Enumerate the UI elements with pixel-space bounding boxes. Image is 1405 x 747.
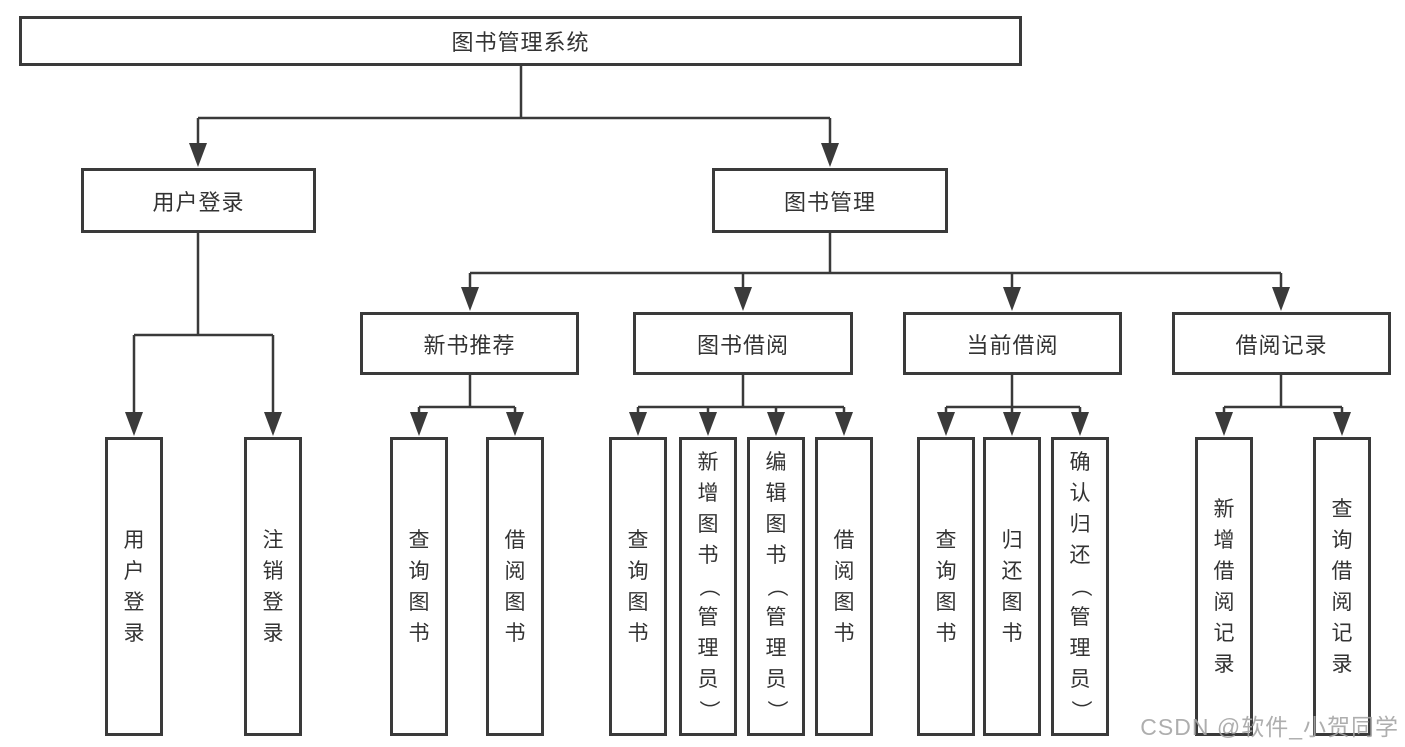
node-borrowing-records: 借阅记录 [1172,312,1391,375]
leaf-borrow-books-recommend: 借阅图书 [486,437,544,736]
csdn-watermark: CSDN @软件_小贺同学 [1140,714,1399,740]
leaf-borrow-books-borrowing: 借阅图书 [815,437,873,736]
node-current-borrowing: 当前借阅 [903,312,1122,375]
leaf-add-books-admin: 新增图书（管理员） [679,437,737,736]
leaf-query-borrow-record: 查询借阅记录 [1313,437,1371,736]
leaf-query-books-borrowing: 查询图书 [609,437,667,736]
leaf-user-login: 用户登录 [105,437,163,736]
leaf-add-borrow-record: 新增借阅记录 [1195,437,1253,736]
node-new-book-recommendation: 新书推荐 [360,312,579,375]
node-library-management-system: 图书管理系统 [19,16,1022,66]
node-book-management: 图书管理 [712,168,948,233]
leaf-query-books-recommend: 查询图书 [390,437,448,736]
node-book-borrowing: 图书借阅 [633,312,853,375]
leaf-confirm-return-admin: 确认归还（管理员） [1051,437,1109,736]
leaf-return-books: 归还图书 [983,437,1041,736]
node-user-login: 用户登录 [81,168,316,233]
leaf-query-books-current: 查询图书 [917,437,975,736]
leaf-logout: 注销登录 [244,437,302,736]
leaf-edit-books-admin: 编辑图书（管理员） [747,437,805,736]
